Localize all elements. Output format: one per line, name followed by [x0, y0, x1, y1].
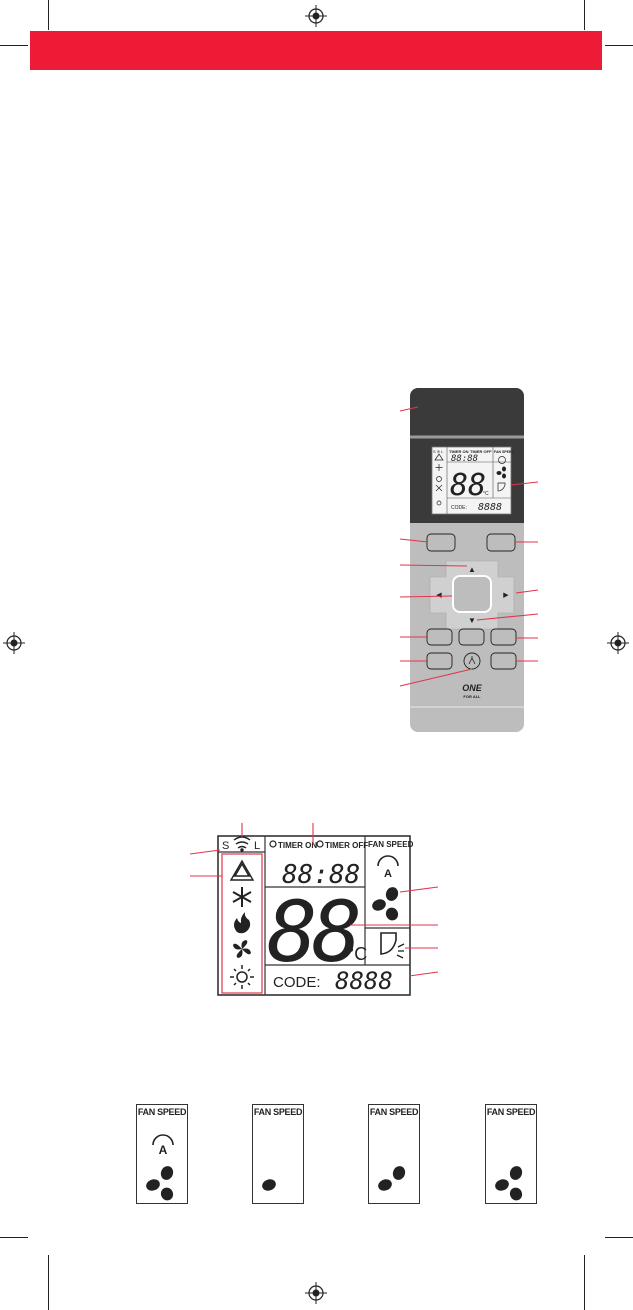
remote-lcd-temp: 88 [450, 468, 486, 503]
fan-speed-card-auto: FAN SPEED A [136, 1104, 188, 1204]
fan-blades-icon [372, 887, 399, 921]
crop-mark [605, 1237, 633, 1238]
temperature-unit: °C [347, 944, 367, 964]
timer-off-indicator-icon [316, 840, 324, 848]
fan-speed-card-label: FAN SPEED [253, 1107, 303, 1117]
remote-lcd-signal: S ≋ L [433, 449, 444, 454]
remote-dpad-right[interactable]: ▶ [503, 592, 509, 599]
registration-mark-icon [305, 1282, 327, 1304]
remote-button-row1-left[interactable] [426, 628, 453, 646]
crop-mark [605, 45, 633, 46]
temperature-display: 88 [267, 883, 359, 981]
registration-mark-icon [607, 632, 629, 654]
fan-blades-icon [262, 1179, 276, 1191]
crop-mark [584, 1255, 585, 1310]
remote-lcd-mode-icons [434, 453, 444, 506]
remote-dpad-center-button[interactable] [452, 575, 492, 613]
cool-snowflake-icon [232, 887, 252, 907]
remote-lcd-auto-icon [498, 456, 506, 464]
fan-blades-icon [146, 1166, 174, 1201]
registration-mark-icon [305, 5, 327, 27]
auto-arc-icon [152, 1134, 174, 1146]
remote-callouts [399, 406, 539, 687]
display-detail: S L TIMER ON TIMER OFF 88:88 88 °C FAN S… [189, 823, 439, 996]
fan-speed-card-high: FAN SPEED [485, 1104, 537, 1204]
swing-icon [380, 932, 397, 955]
fan-blades-icon [378, 1166, 406, 1191]
fan-speed-card-low: FAN SPEED [252, 1104, 304, 1204]
crop-mark [48, 1255, 49, 1310]
signal-s-label: S [222, 840, 229, 852]
mode-icons-highlight [221, 853, 263, 994]
registration-mark-icon [3, 632, 25, 654]
auto-letter: A [159, 1143, 168, 1157]
fan-mode-icon [233, 940, 251, 958]
fan-speed-card-medium: FAN SPEED [368, 1104, 420, 1204]
remote-dpad-up[interactable]: ▲ [468, 565, 476, 574]
signal-l-label: L [254, 840, 260, 852]
dry-mode-icon [234, 912, 251, 934]
remote-lcd-code-label: CODE: [451, 505, 467, 511]
timer-on-indicator-icon [269, 840, 277, 848]
timer-on-label: TIMER ON [278, 841, 317, 850]
crop-mark [0, 1237, 28, 1238]
remote-button-left-top[interactable] [426, 533, 456, 552]
remote-button-row2-left[interactable] [426, 652, 453, 670]
crop-mark [48, 0, 49, 30]
remote-lcd [431, 446, 512, 515]
display-callouts [189, 823, 439, 977]
header-banner [30, 31, 602, 70]
remote-lcd-timer-off: TIMER OFF [470, 449, 492, 454]
auto-letter: A [384, 868, 392, 880]
remote-button-row2-right[interactable] [490, 652, 517, 670]
remote-button-row1-center[interactable] [458, 628, 485, 646]
heat-sun-icon [230, 965, 254, 989]
remote-dpad-down[interactable]: ▼ [468, 616, 476, 625]
auto-mode-icon [229, 859, 255, 881]
fan-speed-label: FAN SPEED [368, 840, 414, 849]
remote-lcd-unit: °C [483, 491, 489, 497]
remote-learn-button[interactable] [463, 652, 481, 670]
remote-lcd-code-value: 8888 [478, 502, 502, 513]
remote-button-row1-right[interactable] [490, 628, 517, 646]
remote-lcd-timer-on: TIMER ON [449, 449, 469, 454]
fan-speed-card-label: FAN SPEED [137, 1107, 187, 1117]
crop-mark [584, 0, 585, 30]
remote-brand-tagline: FOR ALL [463, 694, 481, 699]
remote-control: TIMER ON TIMER OFF 88:88 88 °C FAN SPEED… [399, 388, 539, 732]
code-label: CODE: [273, 974, 321, 991]
fan-speed-card-label: FAN SPEED [486, 1107, 536, 1117]
remote-button-right-top[interactable] [486, 533, 516, 552]
timer-off-label: TIMER OFF [325, 841, 368, 850]
fan-speed-card-label: FAN SPEED [369, 1107, 419, 1117]
code-value: 8888 [335, 967, 393, 995]
crop-mark [0, 45, 28, 46]
auto-arc-icon [377, 855, 399, 867]
remote-lcd-fan-speed: FAN SPEED [494, 450, 514, 454]
remote-lcd-swing-icon [497, 482, 506, 492]
remote-lcd-fan-icon [496, 466, 506, 479]
remote-brand-name: ONE [462, 683, 483, 693]
remote-dpad-left[interactable]: ◀ [436, 592, 442, 599]
remote-learn-icon [468, 656, 476, 665]
swing-rays-icon [396, 943, 405, 959]
clock-display: 88:88 [282, 860, 360, 890]
remote-lcd-clock: 88:88 [451, 454, 478, 464]
fan-blades-icon [495, 1166, 523, 1201]
